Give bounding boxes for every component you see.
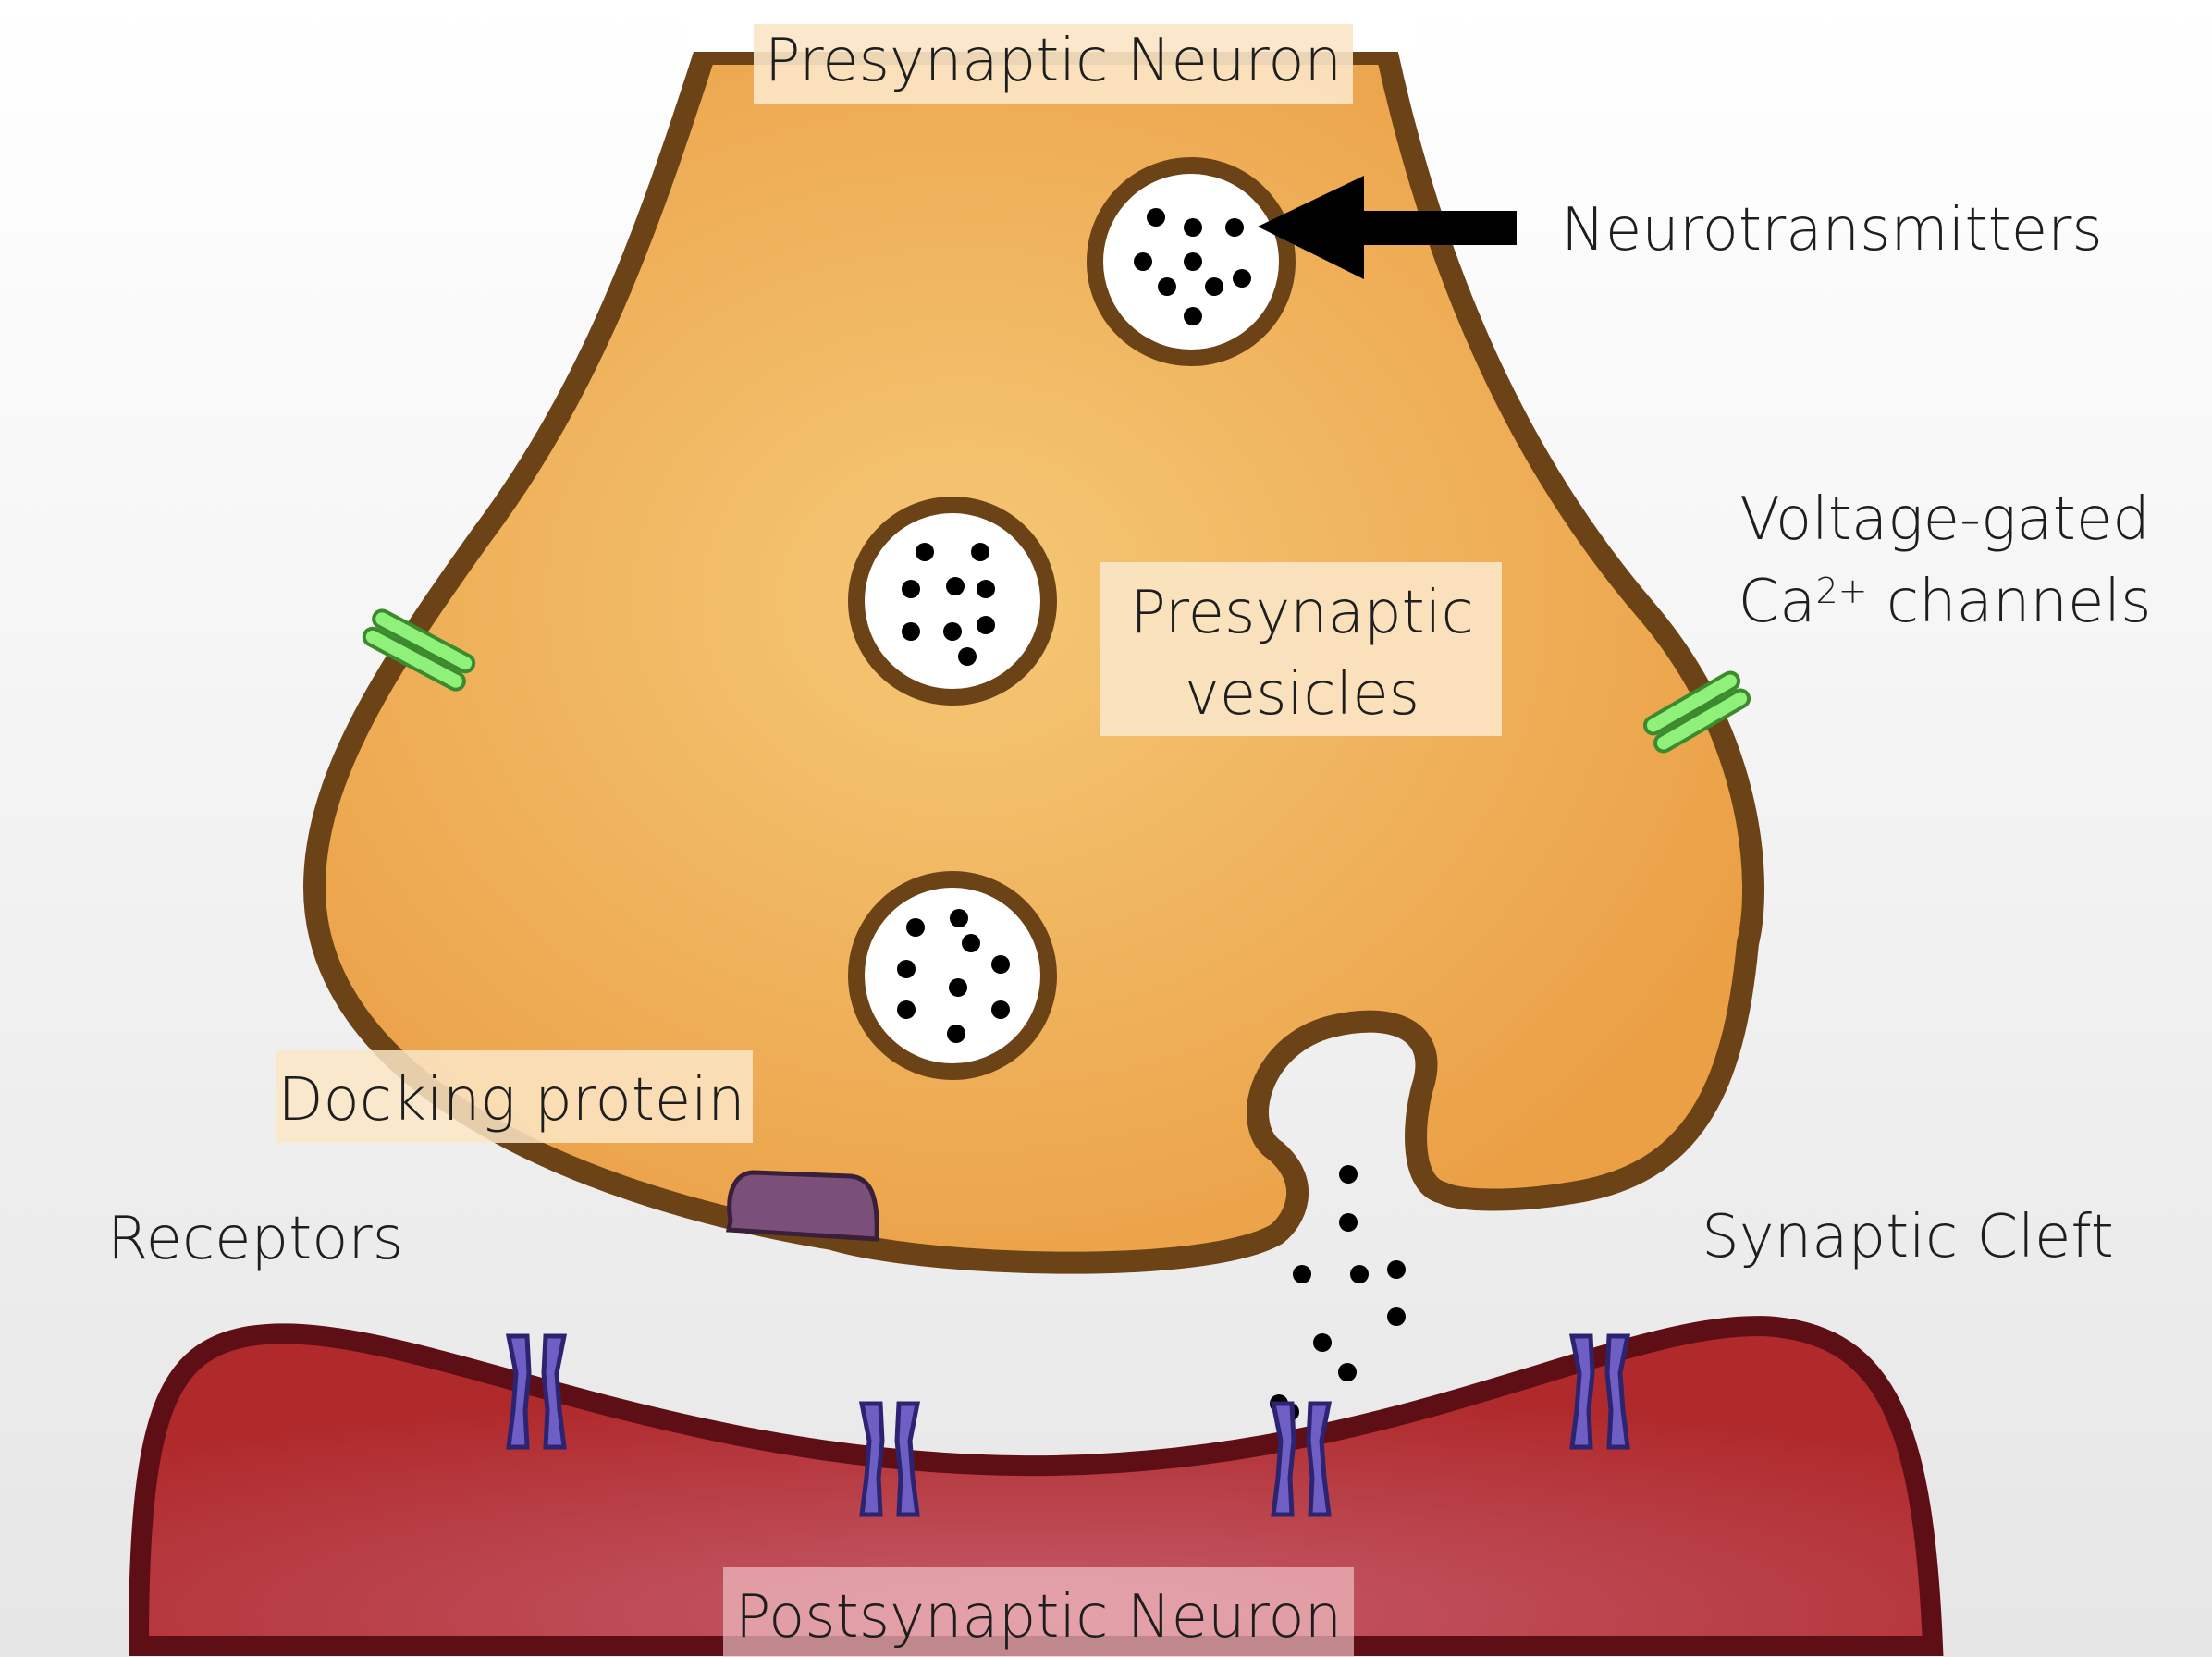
docking-protein xyxy=(725,1170,879,1242)
label-ca: Ca xyxy=(1739,568,1816,636)
label-postsynaptic-neuron: Postsynaptic Neuron xyxy=(735,1583,1342,1651)
label-presynaptic-vesicles-line1: Presynaptic xyxy=(1130,579,1473,647)
label-box-presynaptic-neuron xyxy=(754,24,1353,104)
receptor-channel-icon xyxy=(1270,1401,1333,1517)
ion-channel-icon xyxy=(372,608,476,674)
label-ca-channels: Ca2+ channels xyxy=(1739,568,2152,636)
label-ca-charge: 2+ xyxy=(1815,571,1867,611)
left-arrow-icon xyxy=(1258,176,1517,279)
label-docking-protein: Docking protein xyxy=(277,1066,744,1135)
calcium-channel-left xyxy=(362,608,476,692)
label-presynaptic-vesicles-line2: vesicles xyxy=(1185,660,1419,729)
receptors xyxy=(505,1333,1631,1517)
receptor-channel-icon xyxy=(505,1333,568,1450)
vesicle-middle xyxy=(848,497,1057,706)
label-synaptic-cleft: Synaptic Cleft xyxy=(1702,1203,2114,1271)
vesicle-top xyxy=(1087,157,1296,366)
ion-channel-icon xyxy=(1642,670,1741,736)
label-voltage-gated: Voltage-gated xyxy=(1739,485,2150,554)
vesicle-icon xyxy=(848,497,1057,706)
receptor-channel-icon xyxy=(1568,1333,1631,1450)
vesicle-icon xyxy=(848,871,1057,1080)
label-neurotransmitters: Neurotransmitters xyxy=(1561,196,2103,264)
vesicle-bottom xyxy=(848,871,1057,1080)
calcium-channel-right xyxy=(1642,670,1751,754)
label-receptors: Receptors xyxy=(107,1205,403,1273)
label-box-postsynaptic-neuron xyxy=(723,1567,1354,1657)
label-box-docking-protein xyxy=(276,1050,753,1143)
receptor-channel-icon xyxy=(858,1401,921,1517)
postsynaptic-neuron-body xyxy=(128,1316,1944,1656)
label-channels: channels xyxy=(1868,568,2152,636)
label-presynaptic-neuron: Presynaptic Neuron xyxy=(765,27,1342,95)
label-box-presynaptic-vesicles xyxy=(1100,562,1502,736)
